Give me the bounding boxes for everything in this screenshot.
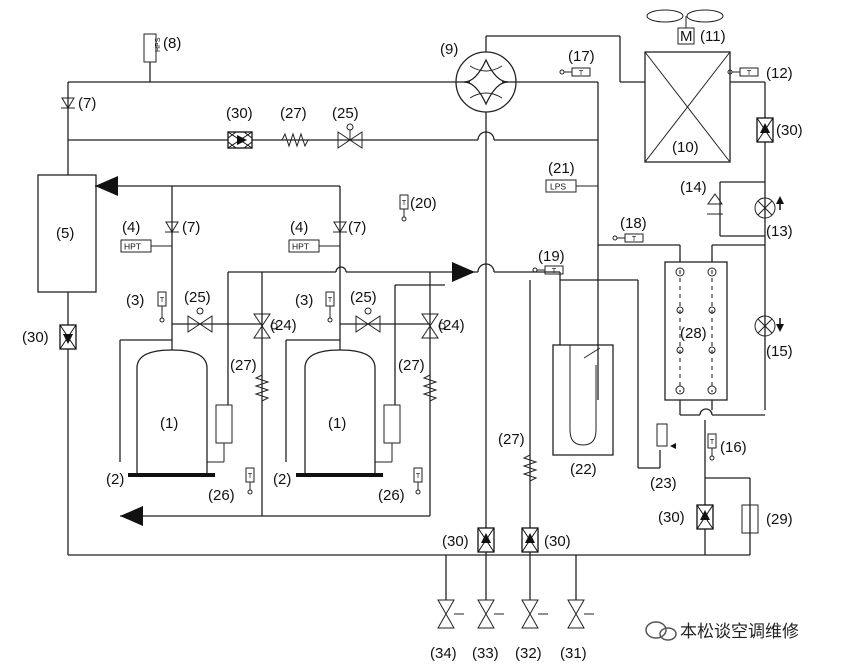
label-3: (3)	[295, 292, 313, 309]
label-17: (17)	[568, 48, 595, 65]
expansion-valve-icon	[754, 197, 776, 337]
label-1: (1)	[328, 415, 346, 432]
label-19: (19)	[538, 248, 565, 265]
label-30: (30)	[544, 533, 571, 550]
hpt-tag: HPT	[124, 242, 141, 252]
hps-tag: HPS	[155, 37, 162, 52]
label-16: (16)	[720, 439, 747, 456]
label-5: (5)	[56, 225, 74, 242]
label-4: (4)	[290, 219, 308, 236]
label-7: (7)	[78, 95, 96, 112]
label-27: (27)	[280, 105, 307, 122]
pipes	[67, 35, 766, 600]
label-24: (24)	[438, 317, 465, 334]
label-3: (3)	[126, 292, 144, 309]
sensor-tag: T	[416, 473, 421, 480]
compressor-b	[296, 349, 401, 477]
label-7: (7)	[348, 219, 366, 236]
component-29	[741, 504, 759, 534]
motor-tag: M	[680, 28, 693, 45]
sensor-tag: T	[552, 268, 557, 275]
watermark-text: 本松谈空调维修	[680, 622, 799, 642]
label-30: (30)	[776, 122, 803, 139]
check-valve-icon	[61, 97, 723, 233]
component-labels: (1) (1) (2) (2) (3) (3) (4) (4) (5) (7) …	[22, 28, 803, 662]
label-4: (4)	[122, 219, 140, 236]
sensor-tag: T	[328, 297, 333, 304]
label-31: (31)	[560, 645, 587, 662]
oil-separator	[37, 174, 97, 293]
capillary-icon	[254, 132, 538, 482]
label-24: (24)	[270, 317, 297, 334]
label-14: (14)	[680, 179, 707, 196]
label-25: (25)	[184, 289, 211, 306]
label-30: (30)	[442, 533, 469, 550]
sensor-tag: T	[747, 70, 752, 77]
label-1: (1)	[160, 415, 178, 432]
label-22: (22)	[570, 461, 597, 478]
hpt-tag: HPT	[292, 242, 309, 252]
label-27: (27)	[398, 357, 425, 374]
sensor-tag: T	[579, 70, 584, 77]
label-25: (25)	[332, 105, 359, 122]
watermark: 本松谈空调维修	[645, 621, 799, 642]
label-15: (15)	[766, 343, 793, 360]
label-33: (33)	[472, 645, 499, 662]
accumulator	[552, 344, 614, 456]
high-pressure-switch	[143, 33, 157, 63]
flow-arrow-right	[452, 262, 475, 282]
flow-arrow-left	[95, 176, 118, 196]
four-way-valve	[455, 51, 517, 113]
label-7: (7)	[182, 219, 200, 236]
label-9: (9)	[440, 41, 458, 58]
sensor-tag: T	[710, 439, 715, 446]
label-18: (18)	[620, 215, 647, 232]
valve-icon	[187, 123, 446, 339]
lps-tag: LPS	[550, 182, 566, 192]
label-30: (30)	[22, 329, 49, 346]
label-30: (30)	[658, 509, 685, 526]
label-28: (28)	[680, 325, 707, 342]
sensor-tag: T	[248, 473, 253, 480]
sensor-box	[656, 423, 668, 447]
label-30: (30)	[226, 105, 253, 122]
label-26: (26)	[378, 487, 405, 504]
label-11: (11)	[700, 28, 726, 45]
label-13: (13)	[766, 223, 793, 240]
service-valve-icon	[437, 599, 594, 629]
label-8: (8)	[163, 35, 181, 52]
label-27: (27)	[498, 431, 525, 448]
label-32: (32)	[515, 645, 542, 662]
compressor-a	[128, 349, 233, 477]
label-20: (20)	[410, 195, 437, 212]
flow-arrow-left-bottom	[120, 506, 143, 526]
outdoor-heat-exchanger	[644, 51, 731, 163]
label-27: (27)	[230, 357, 257, 374]
fan-icon	[646, 9, 724, 45]
label-2: (2)	[273, 471, 291, 488]
label-10: (10)	[672, 139, 699, 156]
label-12: (12)	[766, 65, 793, 82]
label-34: (34)	[430, 645, 457, 662]
sensor-tag: T	[160, 297, 165, 304]
sensor-tag: T	[632, 236, 637, 243]
label-21: (21)	[548, 160, 575, 177]
plate-heat-exchanger	[664, 261, 728, 401]
label-2: (2)	[106, 471, 124, 488]
sensor-tag: T	[402, 200, 407, 207]
label-23: (23)	[650, 475, 677, 492]
label-25: (25)	[350, 289, 377, 306]
label-26: (26)	[208, 487, 235, 504]
label-29: (29)	[766, 511, 793, 528]
temperature-sensor-icon	[157, 67, 759, 495]
